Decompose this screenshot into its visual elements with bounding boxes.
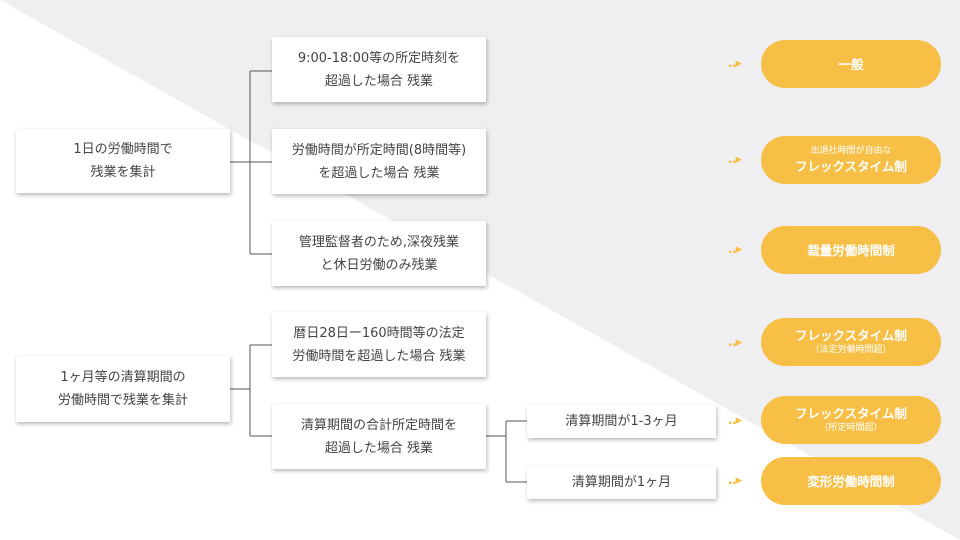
arrow-icon: ‥▸	[728, 242, 742, 257]
condition-manager: 管理監督者のため,深夜残業 と休日労働のみ残業	[272, 221, 486, 286]
result-variable-hours: 変形労働時間制	[761, 457, 941, 505]
arrow-icon: ‥▸	[728, 473, 742, 488]
result-general: 一般	[761, 40, 941, 88]
result-flextime-free: 出退社時間が自由な フレックスタイム制	[761, 136, 941, 184]
result-flextime-prescribed: フレックスタイム制 （所定時間超）	[761, 396, 941, 444]
condition-statutory-hours-line2: 労働時間を超過した場合 残業	[292, 348, 466, 364]
subcondition-1-month: 清算期間が1ヶ月	[527, 466, 716, 499]
condition-manager-line1: 管理監督者のため,深夜残業	[298, 234, 460, 250]
arrow-icon: ‥▸	[728, 413, 742, 428]
condition-settlement-total: 清算期間の合計所定時間を 超過した場合 残業	[272, 404, 486, 469]
root-daily-aggregation: 1日の労働時間で 残業を集計	[16, 129, 230, 193]
result-flextime-free-sub: 出退社時間が自由な	[810, 146, 892, 156]
condition-fixed-time-line1: 9:00-18:00等の所定時刻を	[297, 50, 461, 66]
condition-prescribed-hours-line2: を超過した場合 残業	[318, 165, 440, 181]
root-period-aggregation: 1ヶ月等の清算期間の 労働時間で残業を集計	[16, 356, 230, 422]
subcondition-1-3-months: 清算期間が1-3ヶ月	[527, 405, 716, 438]
result-variable-hours-label: 変形労働時間制	[807, 473, 895, 489]
result-discretionary: 裁量労働時間制	[761, 226, 941, 274]
root-period-line2: 労働時間で残業を集計	[57, 393, 188, 408]
root-daily-line1: 1日の労働時間で	[73, 142, 173, 157]
subcondition-1-month-label: 清算期間が1ヶ月	[571, 475, 672, 490]
result-flextime-free-label: フレックスタイム制	[795, 159, 907, 174]
result-flextime-statutory: フレックスタイム制 （法定労働時間超）	[761, 318, 941, 366]
result-general-label: 一般	[838, 56, 864, 72]
condition-prescribed-hours-line1: 労働時間が所定時間(8時間等)	[291, 142, 467, 158]
condition-fixed-time-line2: 超過した場合 残業	[324, 73, 434, 89]
condition-settlement-total-line2: 超過した場合 残業	[324, 440, 434, 456]
condition-statutory-hours: 暦日28日ー160時間等の法定 労働時間を超過した場合 残業	[272, 312, 486, 377]
arrow-icon: ‥▸	[728, 56, 742, 71]
condition-settlement-total-line1: 清算期間の合計所定時間を	[300, 417, 457, 433]
subcondition-1-3-months-label: 清算期間が1-3ヶ月	[565, 414, 678, 429]
result-discretionary-label: 裁量労働時間制	[807, 242, 895, 258]
result-flextime-statutory-sub: （法定労働時間超）	[810, 345, 892, 355]
result-flextime-statutory-label: フレックスタイム制	[795, 328, 907, 343]
root-daily-line2: 残業を集計	[90, 165, 156, 180]
arrow-icon: ‥▸	[728, 335, 742, 350]
arrow-icon: ‥▸	[728, 152, 742, 167]
condition-prescribed-hours: 労働時間が所定時間(8時間等) を超過した場合 残業	[272, 129, 486, 194]
result-flextime-prescribed-sub: （所定時間超）	[819, 423, 883, 433]
condition-manager-line2: と休日労働のみ残業	[320, 257, 438, 273]
condition-statutory-hours-line1: 暦日28日ー160時間等の法定	[293, 325, 465, 341]
result-flextime-prescribed-label: フレックスタイム制	[795, 406, 907, 421]
root-period-line1: 1ヶ月等の清算期間の	[60, 370, 186, 385]
condition-fixed-time: 9:00-18:00等の所定時刻を 超過した場合 残業	[272, 37, 486, 102]
